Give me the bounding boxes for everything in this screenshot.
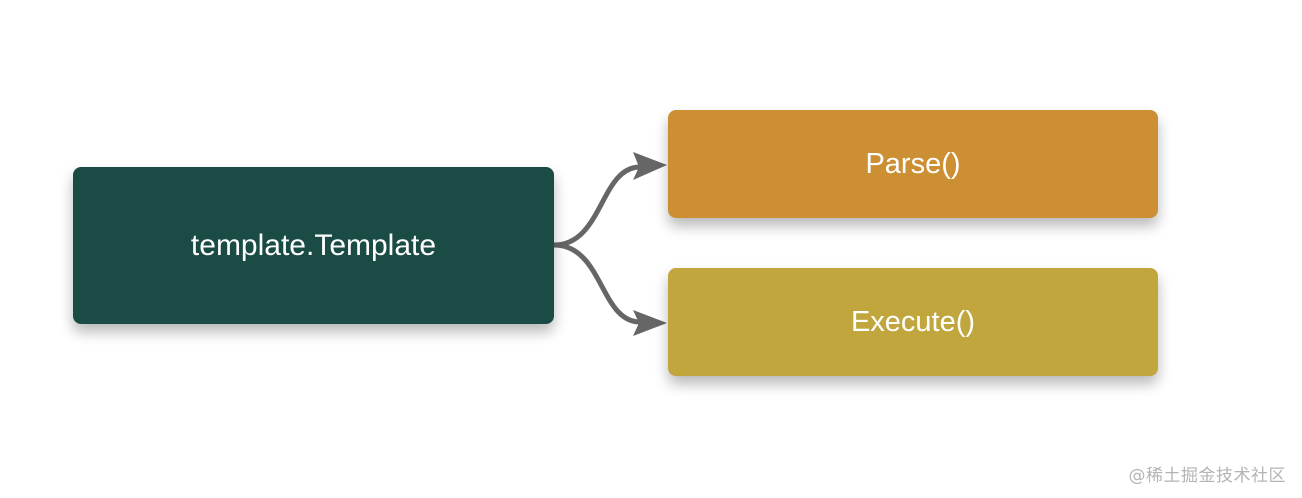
node-execute: Execute() [668, 268, 1158, 376]
node-label: Parse() [865, 147, 961, 180]
watermark: @稀土掘金技术社区 [1128, 466, 1286, 486]
arrow-to-parse [551, 164, 643, 248]
node-template-template: template.Template [73, 167, 554, 324]
node-parse: Parse() [668, 110, 1158, 218]
node-label: Execute() [850, 305, 976, 338]
arrowhead-parse-icon [633, 152, 667, 180]
arrow-to-execute [551, 242, 643, 325]
arrowhead-execute-icon [633, 310, 667, 336]
node-label: template.Template [190, 228, 437, 262]
